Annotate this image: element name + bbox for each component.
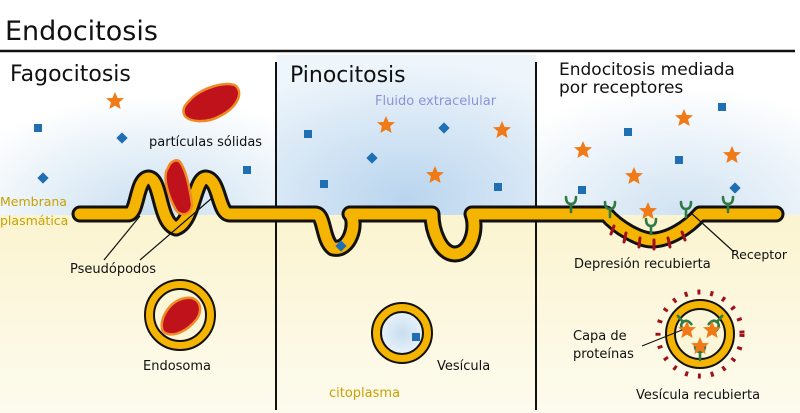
plasma-membrane-inner xyxy=(74,172,782,260)
pseudopod-pointer-right xyxy=(139,197,213,261)
coated-pit-coat xyxy=(609,224,687,251)
solute-square xyxy=(494,183,502,191)
page-title: Endocitosis xyxy=(5,16,158,47)
label-pseudopodos: Pseudópodos xyxy=(70,262,156,277)
endosome-particle xyxy=(160,296,202,336)
heading-pinocitosis: Pinocitosis xyxy=(290,63,406,88)
solute-square xyxy=(34,124,42,132)
solute-square xyxy=(624,128,632,136)
solute-square xyxy=(243,166,251,174)
label-citoplasma: citoplasma xyxy=(329,386,400,401)
label-vesicula: Vesícula xyxy=(437,359,490,374)
solid-particle-top xyxy=(182,82,241,123)
coated-vesicle xyxy=(655,289,745,379)
heading-receptor-mediated-line2: por receptores xyxy=(559,78,683,98)
solute-square xyxy=(578,186,586,194)
label-membrana-line1: Membrana xyxy=(0,194,67,209)
heading-fagocitosis: Fagocitosis xyxy=(10,62,131,87)
receptor-pointer xyxy=(689,211,735,253)
label-capa-line1: Capa de xyxy=(573,329,627,344)
label-receptor: Receptor xyxy=(731,247,788,262)
solute-square xyxy=(304,130,312,138)
label-fluido-extracelular: Fluido extracelular xyxy=(375,94,497,109)
extracellular-space-middle xyxy=(276,55,536,215)
coat-pointer xyxy=(641,329,683,347)
solute-square xyxy=(320,180,328,188)
label-membrana-line2: plasmática xyxy=(0,213,68,228)
label-particulas-solidas: partículas sólidas xyxy=(149,135,262,150)
solute-square xyxy=(675,156,683,164)
solid-particle-engulfed xyxy=(164,159,194,216)
label-endosoma: Endosoma xyxy=(143,359,211,374)
label-depresion-recubierta: Depresión recubierta xyxy=(574,257,711,272)
solute-square xyxy=(412,333,420,341)
pseudopod-pointer-left xyxy=(103,215,141,261)
heading-receptor-mediated-line1: Endocitosis mediada xyxy=(559,60,735,80)
solute-square xyxy=(718,103,726,111)
label-vesicula-recubierta: Vesícula recubierta xyxy=(636,388,760,403)
label-capa-line2: proteínas xyxy=(573,347,634,362)
